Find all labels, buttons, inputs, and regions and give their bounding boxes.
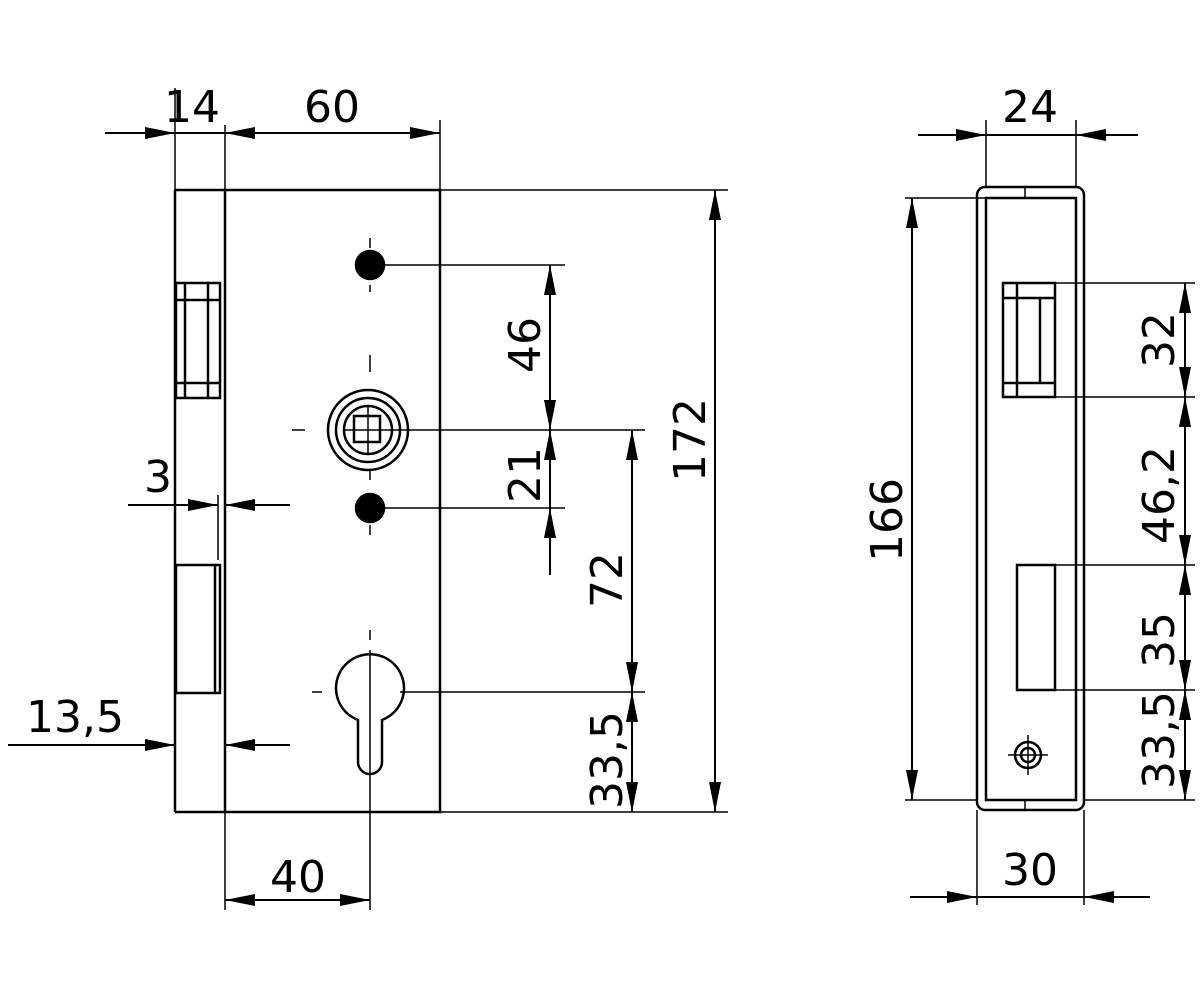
dim-forend-height: 166 <box>862 478 913 562</box>
dim-spacing-46: 46 <box>500 317 551 373</box>
latch-bolt <box>174 281 222 400</box>
dim-faceplate-width: 14 <box>164 82 220 133</box>
side-body <box>975 185 1086 812</box>
side-view <box>905 120 1195 905</box>
side-screw <box>1008 735 1048 775</box>
dim-body-width: 30 <box>1002 845 1058 896</box>
dim-spacing-46-2: 46,2 <box>1134 446 1185 544</box>
dim-forend-width: 24 <box>1002 82 1058 133</box>
side-bolt-opening <box>1015 563 1057 692</box>
lock-case <box>223 188 442 814</box>
dim-plate-offset: 3 <box>144 452 172 503</box>
dim-backset: 40 <box>270 852 326 903</box>
side-forend <box>984 196 1078 802</box>
dim-spacing-72: 72 <box>582 552 633 608</box>
dim-latch-height: 32 <box>1134 312 1185 368</box>
dim-side-spacing-33-5: 33,5 <box>1134 691 1185 789</box>
front-view <box>8 88 728 910</box>
dim-case-width: 60 <box>304 82 360 133</box>
dead-bolt <box>174 563 222 695</box>
cylinder-keyhole <box>334 653 406 776</box>
dim-spacing-21: 21 <box>500 447 551 503</box>
upper-screw-hole <box>354 249 386 281</box>
dim-spacing-33-5: 33,5 <box>582 711 633 809</box>
side-latch-opening <box>1001 281 1057 399</box>
dim-latch-projection: 13,5 <box>26 692 124 743</box>
dim-case-height: 172 <box>665 398 716 482</box>
lower-screw-hole <box>354 492 386 524</box>
dim-bolt-height: 35 <box>1134 612 1185 668</box>
